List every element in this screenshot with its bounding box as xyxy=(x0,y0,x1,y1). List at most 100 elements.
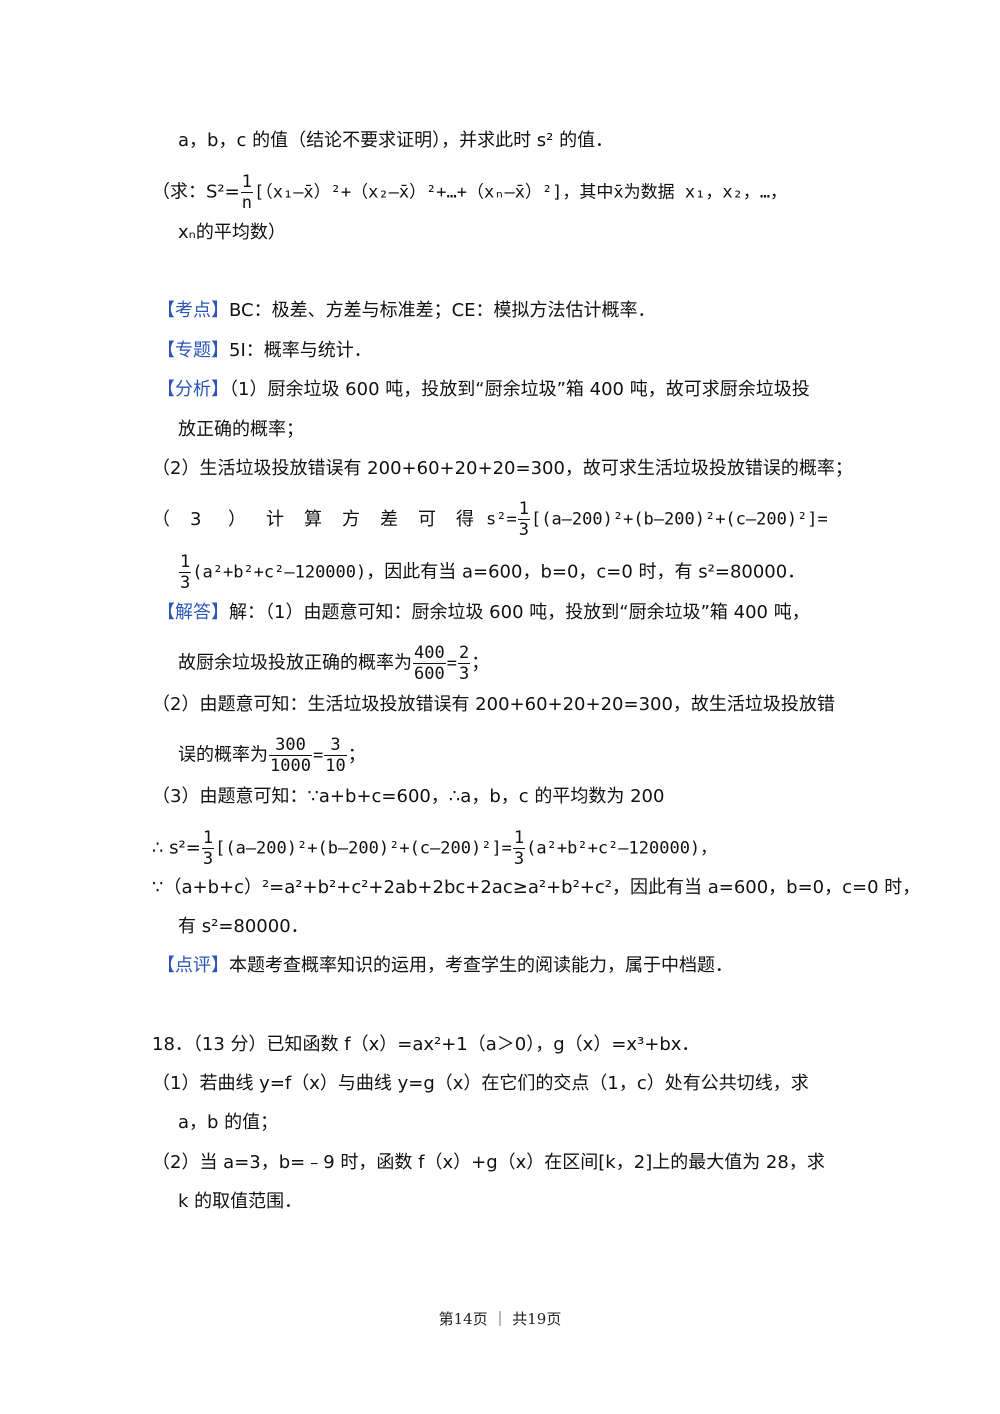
problem18-part2-line2: k 的取值范围． xyxy=(178,1190,302,1214)
jieda-s2a: （2）由题意可知：生活垃圾投放错误有 200+60+20+20=300，故生活垃… xyxy=(152,694,835,715)
jieda-line-8: 有 s²=80000． xyxy=(178,915,309,939)
fraction-numerator: 1 xyxy=(512,828,526,849)
fenxi-word: （ xyxy=(152,508,170,530)
fenxi-line-3: （2）生活垃圾投放错误有 200+60+20+20=300，故可求生活垃圾投放错… xyxy=(152,457,853,481)
fraction-numerator: 1 xyxy=(517,499,530,520)
page-number: 第14页 ｜ 共19页 xyxy=(438,1310,562,1328)
fenxi-word: 3 xyxy=(190,508,202,530)
jieda-s2b: 误的概率为 xyxy=(178,744,268,766)
jieda-s3b-tail: (a²+b²+c²–120000)， xyxy=(526,838,718,859)
problem18-part1-line1: （1）若曲线 y=f（x）与曲线 y=g（x）在它们的交点（1，c）处有公共切线… xyxy=(152,1072,809,1096)
fenxi-word: 算 xyxy=(304,508,322,530)
fenxi-formula-lead: s²= xyxy=(486,509,517,530)
fenxi-word: 计 xyxy=(266,508,284,530)
intro-line-3: xₙ的平均数） xyxy=(178,221,286,245)
fenxi-word: ） xyxy=(228,508,246,530)
jieda-s3b-lead: ∴ s²= xyxy=(152,837,201,859)
fenxi-word: 方 xyxy=(342,508,360,530)
fenxi-p1a: （1）厨余垃圾 600 吨，投放到“厨余垃圾”箱 400 吨，故可求厨余垃圾投 xyxy=(229,379,810,400)
fraction-denominator: n xyxy=(241,193,252,213)
problem18-p1b: a，b 的值； xyxy=(178,1112,279,1133)
jieda-line-1: 【解答】解：（1）由题意可知：厨余垃圾 600 吨，投放到“厨余垃圾”箱 400… xyxy=(157,601,810,625)
fraction-denominator: 3 xyxy=(518,520,529,540)
fenxi-tag: 【分析】 xyxy=(157,379,229,400)
intro-line-1: a，b，c 的值（结论不要求证明），并求此时 s² 的值． xyxy=(178,129,613,153)
jieda-s3a: （3）由题意可知：∵a+b+c=600，∴a，b，c 的平均数为 200 xyxy=(152,786,665,807)
problem18-stem-text: 18．（13 分）已知函数 f（x）=ax²+1（a＞0），g（x）=x³+bx… xyxy=(152,1034,700,1055)
problem18-p2a: （2）当 a=3，b=﹣9 时，函数 f（x）+g（x）在区间[k，2]上的最大… xyxy=(152,1152,825,1173)
formula-body: [（x₁–x̄）²+（x₂–x̄）²+…+（xₙ–x̄）²]，其中x̄为数据 x… xyxy=(253,182,788,203)
fraction-denominator: 3 xyxy=(180,573,191,593)
fraction-denominator: 3 xyxy=(202,849,214,869)
dianping-tag: 【点评】 xyxy=(157,955,229,976)
formula-lead: （求：S²= xyxy=(152,181,240,203)
fraction-denominator: 600 xyxy=(414,664,445,684)
dianping-text: 本题考查概率知识的运用，考查学生的阅读能力，属于中档题． xyxy=(229,955,733,976)
fraction-numerator: 1 xyxy=(240,172,253,193)
fenxi-formula-2: (a²+b²+c²–120000) xyxy=(192,562,367,583)
fraction-numerator: 400 xyxy=(413,643,446,664)
zhuanti-line: 【专题】5I：概率与统计． xyxy=(157,339,372,363)
problem18-part1-line2: a，b 的值； xyxy=(178,1111,278,1135)
fraction-numerator: 1 xyxy=(179,552,192,573)
fenxi-formula: [(a–200)²+(b–200)²+(c–200)²]= xyxy=(530,509,828,530)
jieda-line-5: （3）由题意可知：∵a+b+c=600，∴a，b，c 的平均数为 200 xyxy=(152,785,664,809)
fraction-denominator: 3 xyxy=(458,664,470,684)
fenxi-word: 可 xyxy=(418,508,436,530)
fraction-denominator: 10 xyxy=(325,756,346,776)
zhuanti-text: 5I：概率与统计． xyxy=(229,340,372,361)
fraction-denominator: 3 xyxy=(513,849,525,869)
jieda-tag: 【解答】 xyxy=(157,602,229,623)
jieda-s3b-mid: [(a–200)²+(b–200)²+(c–200)²]= xyxy=(215,838,512,859)
fraction-denominator: 1000 xyxy=(270,756,311,776)
kaodian-line: 【考点】BC：极差、方差与标准差；CE：模拟方法估计概率． xyxy=(157,299,656,323)
fenxi-p4-text: ，因此有当 a=600，b=0，c=0 时，有 s²=80000． xyxy=(366,561,806,583)
problem18-p2b: k 的取值范围． xyxy=(178,1191,303,1212)
intro-line-3-text: xₙ的平均数） xyxy=(178,222,286,243)
fenxi-word: 得 xyxy=(456,508,474,530)
jieda-line-7: ∵（a+b+c）²=a²+b²+c²+2ab+2bc+2ac≥a²+b²+c²，… xyxy=(152,876,920,900)
page-footer: 第14页 ｜ 共19页 xyxy=(0,1308,1000,1329)
fraction-numerator: 300 xyxy=(269,735,312,756)
kaodian-tag: 【考点】 xyxy=(157,300,229,321)
problem18-part2-line1: （2）当 a=3，b=﹣9 时，函数 f（x）+g（x）在区间[k，2]上的最大… xyxy=(152,1151,825,1175)
equals-sign: = xyxy=(312,745,324,766)
fraction-numerator: 2 xyxy=(457,643,471,664)
jieda-line-3: （2）由题意可知：生活垃圾投放错误有 200+60+20+20=300，故生活垃… xyxy=(152,693,835,717)
fenxi-p2: （2）生活垃圾投放错误有 200+60+20+20=300，故可求生活垃圾投放错… xyxy=(152,458,853,479)
intro-line-1-text: a，b，c 的值（结论不要求证明），并求此时 s² 的值． xyxy=(178,130,614,151)
jieda-s1b: 故厨余垃圾投放正确的概率为 xyxy=(178,652,412,674)
jieda-s3d: 有 s²=80000． xyxy=(178,916,309,937)
semicolon: ； xyxy=(471,652,490,674)
fenxi-line-2: 放正确的概率； xyxy=(178,418,304,442)
fraction-numerator: 3 xyxy=(324,735,347,756)
fenxi-word: 差 xyxy=(380,508,398,530)
dianping-line: 【点评】本题考查概率知识的运用，考查学生的阅读能力，属于中档题． xyxy=(157,954,733,978)
fraction-numerator: 1 xyxy=(201,828,215,849)
jieda-s3c: ∵（a+b+c）²=a²+b²+c²+2ab+2bc+2ac≥a²+b²+c²，… xyxy=(152,877,921,898)
equals-sign: = xyxy=(446,653,457,674)
problem18-p1a: （1）若曲线 y=f（x）与曲线 y=g（x）在它们的交点（1，c）处有公共切线… xyxy=(152,1073,809,1094)
kaodian-text: BC：极差、方差与标准差；CE：模拟方法估计概率． xyxy=(229,300,656,321)
fenxi-p1b: 放正确的概率； xyxy=(178,419,304,440)
fenxi-line-1: 【分析】（1）厨余垃圾 600 吨，投放到“厨余垃圾”箱 400 吨，故可求厨余… xyxy=(157,378,810,402)
zhuanti-tag: 【专题】 xyxy=(157,340,229,361)
problem18-stem: 18．（13 分）已知函数 f（x）=ax²+1（a＞0），g（x）=x³+bx… xyxy=(152,1033,699,1057)
semicolon: ； xyxy=(347,744,366,766)
